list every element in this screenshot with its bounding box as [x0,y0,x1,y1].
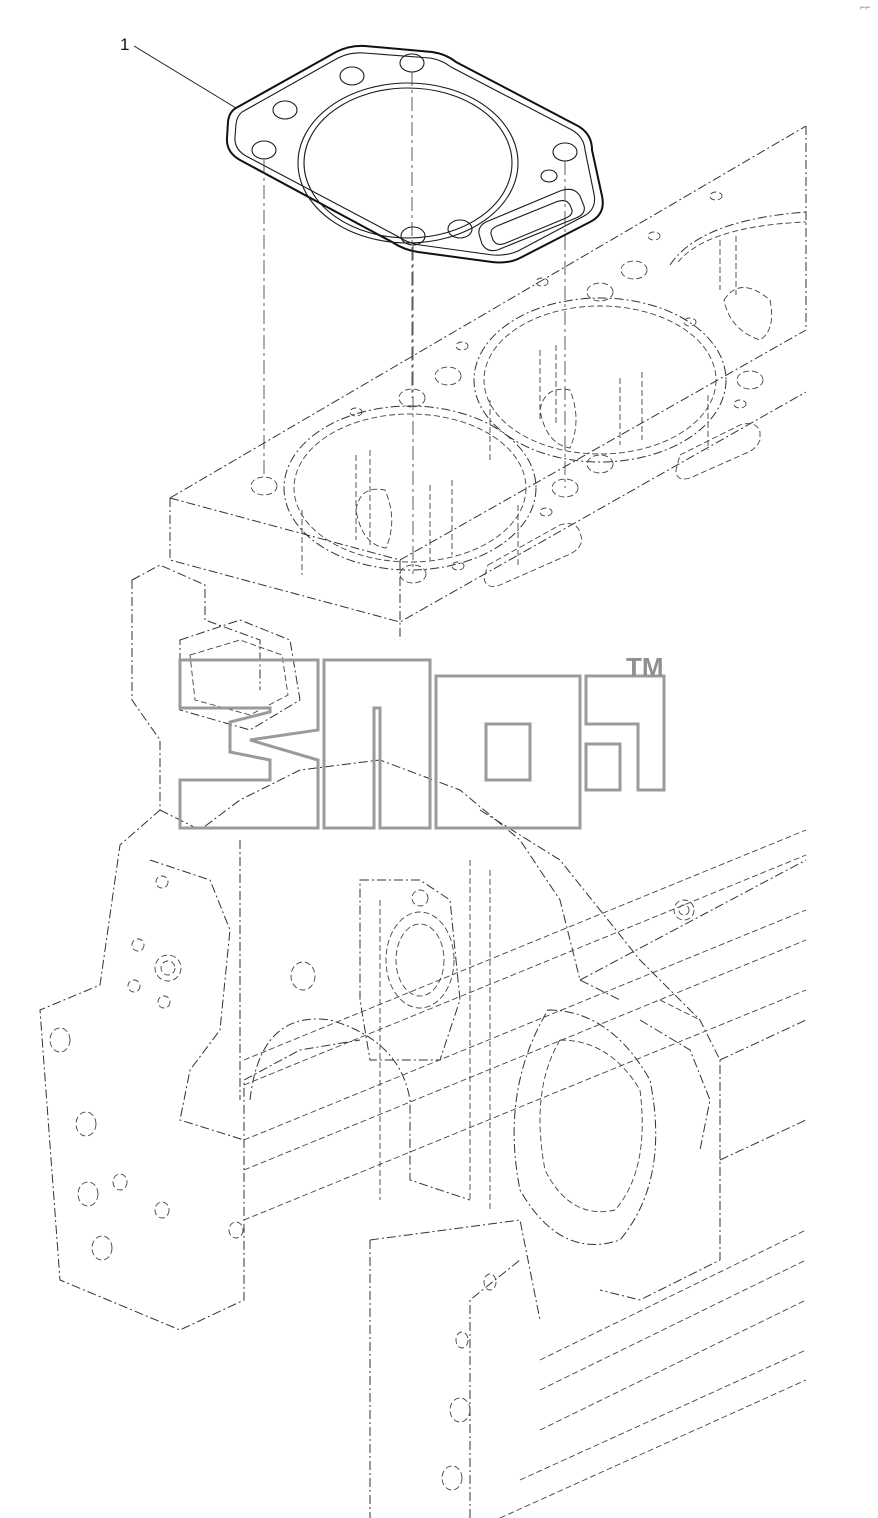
callout-label: 1 [120,35,129,54]
trademark-symbol: TM [626,652,664,682]
callout-1: 1 [120,35,237,109]
engine-block [39,125,807,1518]
corner-mark: ⌐⌐ [860,2,871,12]
watermark-logo: TM [178,652,666,830]
oil-passage-slot [478,188,585,252]
cylinder-bore-opening [297,82,519,244]
projection-lines [263,72,566,574]
head-gasket[interactable] [225,44,604,264]
